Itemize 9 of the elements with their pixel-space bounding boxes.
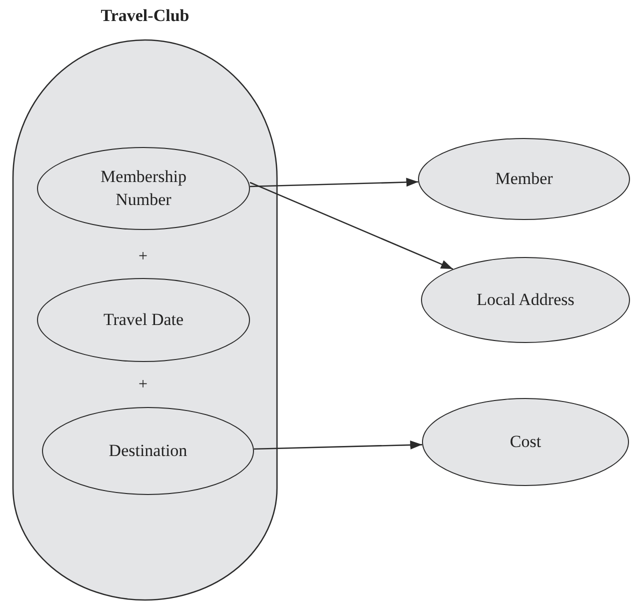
arrow (250, 182, 454, 270)
arrow (254, 440, 422, 450)
plus-sign: + (137, 375, 149, 395)
group-title: Travel-Club (100, 6, 190, 26)
attribute-ellipse: Local Address (421, 257, 630, 343)
attribute-ellipse: Cost (422, 398, 629, 486)
plus-sign: + (137, 247, 149, 267)
attribute-ellipse: Member (418, 138, 630, 220)
arrow (250, 178, 418, 188)
